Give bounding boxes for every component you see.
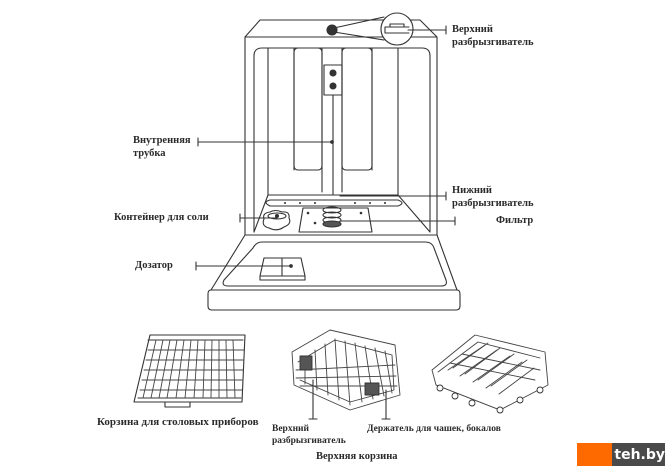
sump-plate [298, 207, 373, 233]
watermark-text: teh.by [614, 446, 665, 463]
label-salt-container: Контейнер для соли [114, 212, 209, 223]
label-upper-spray-arm: Верхний разбрызгиватель [452, 23, 534, 49]
label-line: разбрызгиватель [452, 37, 534, 48]
lower-basket [431, 334, 549, 414]
label-upper-basket: Верхняя корзина [316, 451, 398, 462]
salt-container [262, 209, 291, 231]
label-lower-spray-arm: Нижний разбрызгиватель [452, 184, 534, 210]
watermark-gray-block: teh.by [612, 443, 665, 466]
label-line: разбрызгиватель [452, 198, 534, 209]
label-line: Внутренняя [133, 135, 191, 146]
inner-tube-block [323, 64, 343, 196]
label-cup-holder: Держатель для чашек, бокалов [367, 424, 501, 434]
watermark-orange-block [577, 443, 613, 466]
dishwasher-door [207, 234, 461, 311]
upper-spray-arm-dot [326, 24, 338, 36]
label-filter: Фильтр [496, 215, 534, 226]
label-dispenser: Дозатор [135, 260, 173, 271]
label-line: Верхний [272, 424, 310, 434]
label-cutlery-basket: Корзина для столовых приборов [97, 416, 259, 428]
cutlery-basket [133, 334, 246, 408]
filter [322, 206, 342, 228]
magnifier-circle [380, 12, 414, 46]
dishwasher-tub [244, 19, 438, 236]
lower-spray-arm [265, 199, 403, 207]
watermark-logo: teh.by [577, 443, 665, 466]
label-line: трубка [133, 148, 166, 159]
label-upper-basket-spray-arm: Верхний разбрызгиватель [272, 423, 346, 447]
label-line: Верхний [452, 24, 493, 35]
label-line: Нижний [452, 185, 492, 196]
label-inner-tube: Внутренняя трубка [133, 134, 191, 160]
label-line: разбрызгиватель [272, 436, 346, 446]
upper-basket [291, 329, 401, 411]
